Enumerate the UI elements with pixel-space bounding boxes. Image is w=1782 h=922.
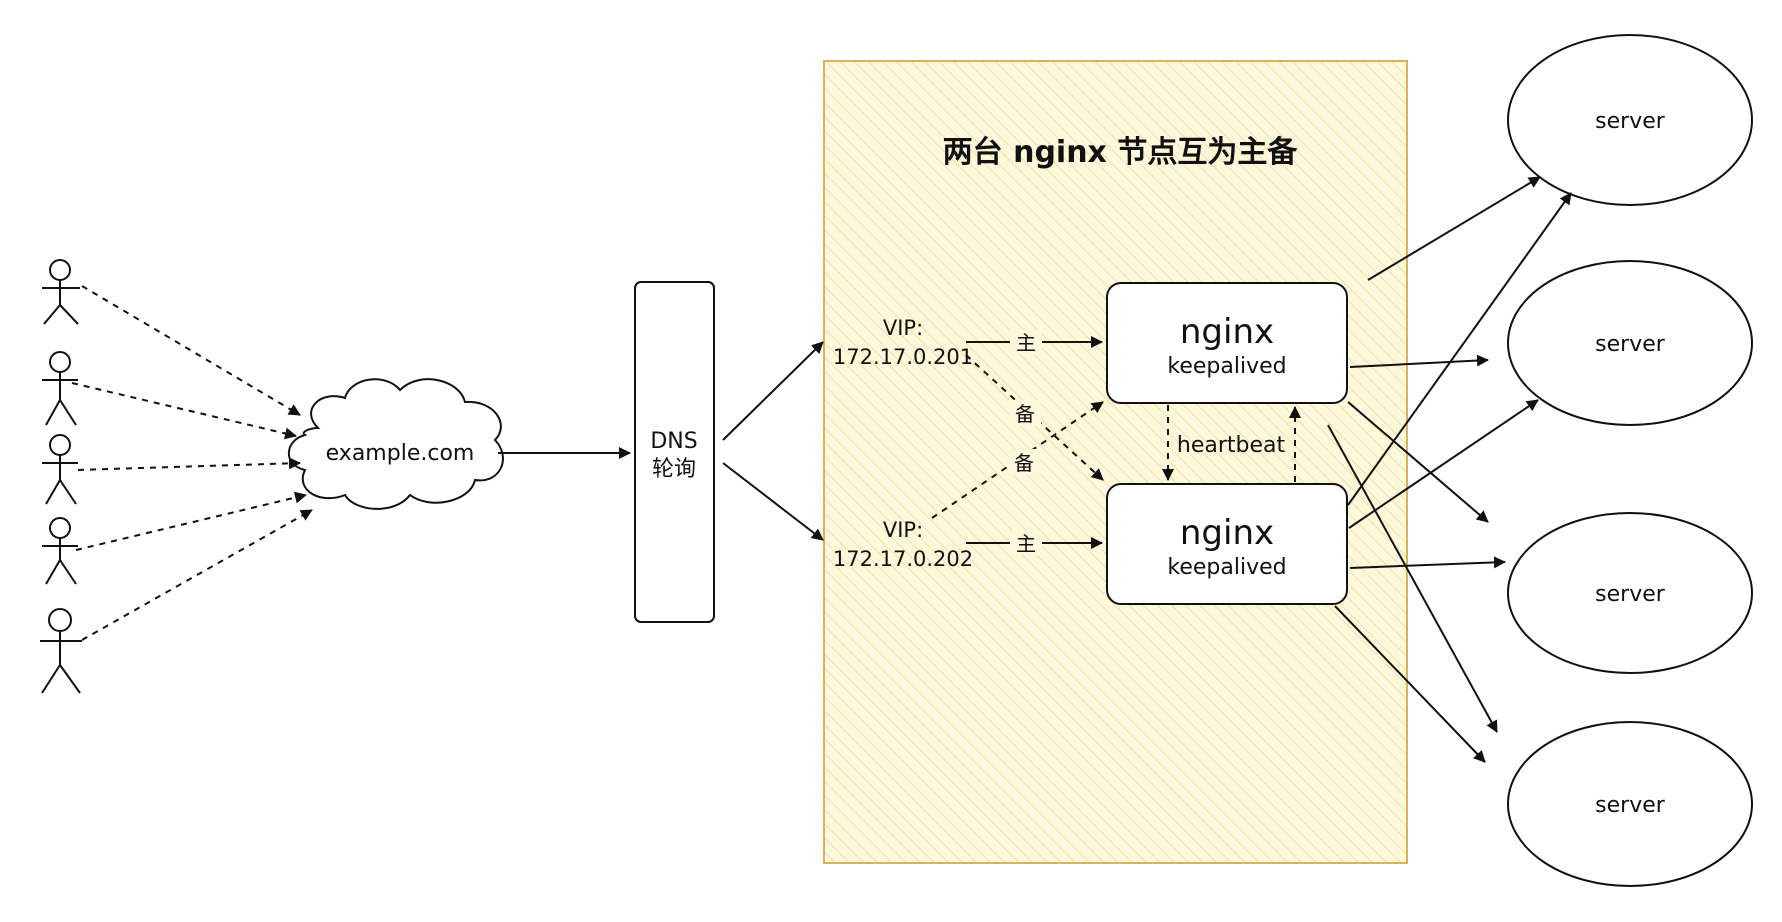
vip1-backup-label: 备: [1015, 402, 1035, 426]
user-figure-3: [42, 434, 78, 505]
nginx-node-2: [1106, 483, 1348, 605]
vip1-label: VIP:: [883, 316, 923, 340]
example-com-cloud: [287, 378, 504, 510]
nginx2-to-server3-arrow: [1349, 556, 1506, 569]
user-figure-4: [42, 517, 78, 585]
nginx1-to-server2-arrow: [1349, 354, 1489, 368]
dns-box: [634, 281, 715, 623]
nginx-ha-region: [823, 60, 1408, 864]
vip2-address: 172.17.0.202: [833, 547, 973, 571]
user-figure-5: [40, 608, 82, 694]
user-4-to-cloud-arrow: [75, 491, 307, 551]
vip1-primary-label-bg: [1010, 330, 1042, 354]
cloud-label: example.com: [326, 441, 475, 466]
nginx2-to-server2-arrow: [1348, 399, 1539, 529]
nginx-node-1-subtitle: keepalived: [1167, 354, 1286, 379]
server-3-label: server: [1595, 582, 1666, 607]
user-2-to-cloud-arrow: [71, 382, 297, 440]
vip2-backup-label: 备: [1014, 451, 1034, 475]
nginx1-to-server3-arrow: [1347, 401, 1489, 523]
server-1: [1507, 34, 1753, 206]
server-4-label: server: [1595, 793, 1666, 818]
region-title: 两台 nginx 节点互为主备: [943, 135, 1299, 170]
dns-to-vip1-arrow: [722, 341, 824, 441]
vip1-address: 172.17.0.201: [833, 345, 973, 369]
nginx-node-2-title: nginx: [1180, 513, 1274, 553]
server-4: [1507, 721, 1753, 887]
vip2-label: VIP:: [883, 518, 923, 542]
vip2-primary-label: 主: [1016, 532, 1036, 556]
vip2-primary-label-bg: [1010, 531, 1042, 555]
nginx1-to-server1-arrow: [1367, 176, 1541, 281]
nginx2-to-server1-arrow: [1347, 192, 1572, 506]
nginx2-to-server4-arrow: [1334, 605, 1486, 763]
vip2-backup-arrow: [931, 401, 1104, 519]
nginx-node-1-title: nginx: [1180, 312, 1274, 352]
server-2: [1507, 260, 1753, 426]
user-figure-2: [42, 351, 78, 426]
user-1-to-cloud-arrow: [81, 285, 301, 416]
heartbeat-label: heartbeat: [1177, 433, 1286, 458]
server-1-label: server: [1595, 109, 1666, 134]
nginx1-to-server4-arrow: [1327, 424, 1498, 733]
user-3-to-cloud-arrow: [77, 457, 301, 471]
vip1-backup-label-bg: [1009, 400, 1041, 426]
nginx-node-1: [1106, 282, 1348, 404]
dns-label-line2: 轮询: [652, 457, 696, 482]
server-2-label: server: [1595, 332, 1666, 357]
user-figure-1: [42, 259, 80, 325]
vip2-backup-label-bg: [1008, 449, 1040, 475]
dns-to-vip2-arrow: [722, 462, 824, 541]
server-3: [1507, 512, 1753, 674]
nginx-node-2-subtitle: keepalived: [1167, 555, 1286, 580]
vip1-primary-label: 主: [1016, 331, 1036, 355]
user-5-to-cloud-arrow: [81, 509, 313, 641]
dns-label-line1: DNS: [650, 429, 697, 454]
